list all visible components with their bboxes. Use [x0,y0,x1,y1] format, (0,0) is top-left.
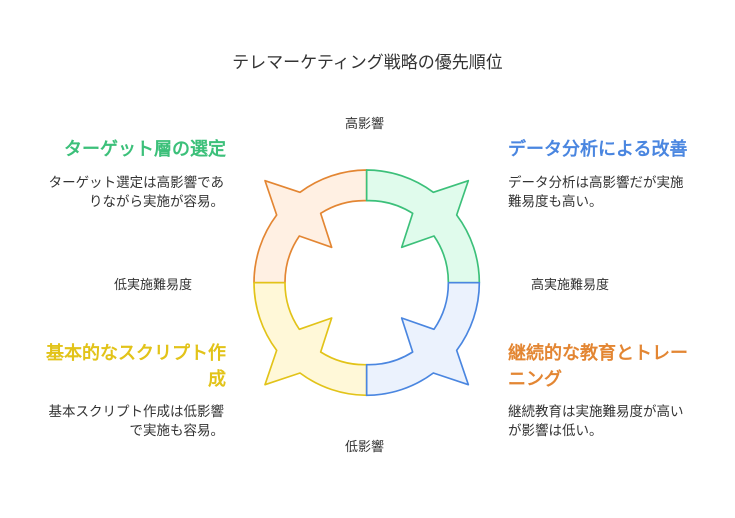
desc-line: ターゲット選定は高影響であ [48,175,224,191]
axis-label-low-impact: 低影響 [345,440,385,455]
quadrant-title-continuous-training: 継続的な教育とトレー ニング [508,341,688,393]
axis-label-high-difficulty: 高実施難易度 [531,278,610,293]
desc-line: 難易度も高い。 [508,194,603,210]
cycle-ring [253,169,481,397]
desc-line: 継続教育は実施難易度が高い [508,404,684,420]
desc-line: で実施も容易。 [129,423,225,439]
quadrant-segment-basic-script [253,281,368,397]
axis-label-high-impact: 高影響 [345,117,385,132]
desc-line: データ分析は高影響だが実施 [508,175,684,191]
axis-label-low-difficulty: 低実施難易度 [114,278,193,293]
desc-line: 基本スクリプト作成は低影響 [48,404,225,420]
title-line: 成 [208,369,226,390]
quadrant-segment-target-selection [253,169,368,284]
title-line: 基本的なスクリプト作 [46,343,226,364]
quadrant-title-target-selection: ターゲット層の選定 [64,139,226,160]
quadrant-title-basic-script: 基本的なスクリプト作 成 [46,341,226,393]
quadrant-desc-data-analysis: データ分析は高影響だが実施 難易度も高い。 [508,174,684,212]
quadrant-desc-continuous-training: 継続教育は実施難易度が高い が影響は低い。 [508,403,684,441]
desc-line: りながら実施が容易。 [89,194,224,210]
quadrant-segment-continuous-training [365,281,481,397]
quadrant-desc-target-selection: ターゲット選定は高影響であ りながら実施が容易。 [49,174,224,212]
title-line: 継続的な教育とトレー [508,343,688,364]
desc-line: が影響は低い。 [508,423,603,439]
quadrant-title-data-analysis: データ分析による改善 [508,139,688,160]
diagram-title: テレマーケティング戦略の優先順位 [232,53,503,73]
quadrant-desc-basic-script: 基本スクリプト作成は低影響 で実施も容易。 [49,403,225,441]
quadrant-segment-data-analysis [365,169,481,284]
title-line: ニング [508,369,562,390]
